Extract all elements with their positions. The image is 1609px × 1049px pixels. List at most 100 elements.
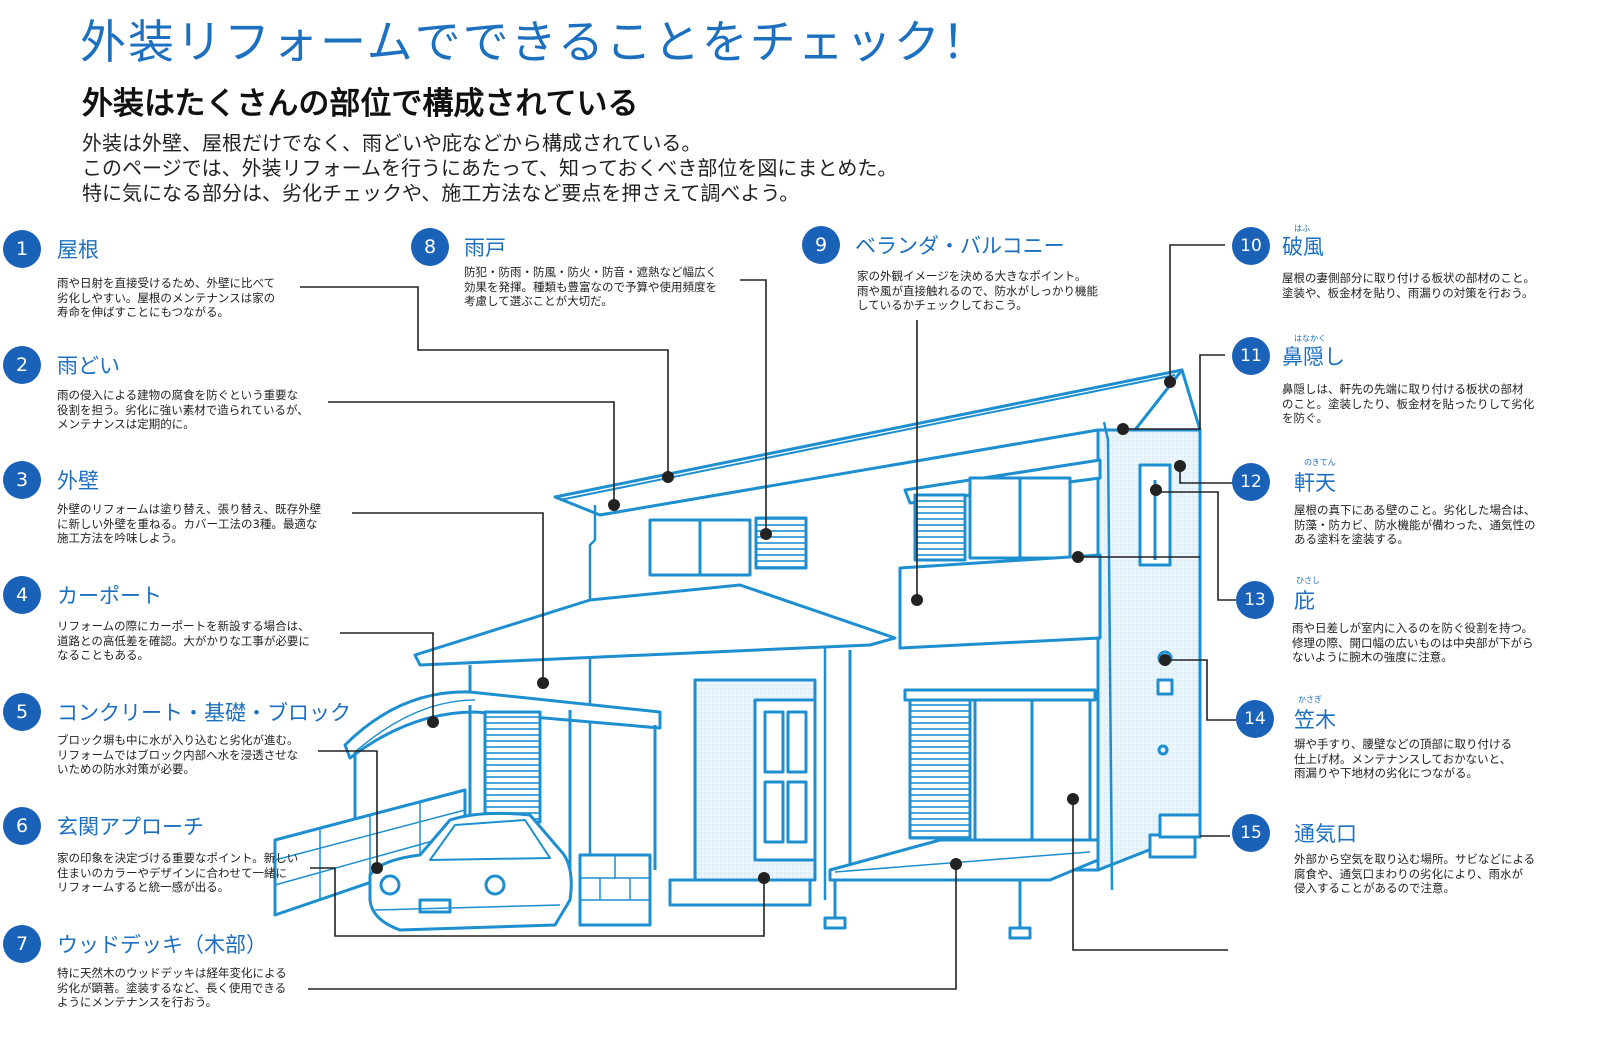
desc-line: 修理の際、開口幅の広いものは中央部が下がら xyxy=(1292,635,1534,650)
desc-line: 劣化しやすい。屋根のメンテナンスは家の xyxy=(57,290,276,305)
item-label: 庇 xyxy=(1294,589,1315,613)
item-number-badge: 2 xyxy=(3,346,41,384)
desc-line: しているかチェックしておこう。 xyxy=(857,298,1028,312)
item-number-badge: 8 xyxy=(411,228,449,266)
item-number-badge: 13 xyxy=(1236,581,1274,619)
desc-line: に新しい外壁を重ねる。カバー工法の3種。最適な xyxy=(57,516,318,531)
item-number-badge: 14 xyxy=(1236,700,1274,738)
item-ruby: のきてん xyxy=(1304,458,1336,467)
item-description: 屋根の妻側部分に取り付ける板状の部材のこと。 塗装や、板金材を貼り、雨漏りの対策… xyxy=(1282,271,1535,300)
desc-line: のこと。塗装したり、板金材を貼ったりして劣化 xyxy=(1282,396,1535,411)
desc-line: 塀や手すり、腰壁などの頂部に取り付ける xyxy=(1294,737,1513,751)
item-number-badge: 4 xyxy=(3,576,41,614)
item-ruby: かさぎ xyxy=(1298,695,1322,704)
item-ruby: はなかく xyxy=(1294,334,1326,343)
desc-line: 家の外観イメージを決める大きなポイント。 xyxy=(857,269,1087,283)
item-number-badge: 3 xyxy=(3,461,41,499)
item-ruby: ひさし xyxy=(1296,576,1320,585)
item-number-badge: 12 xyxy=(1232,463,1270,501)
item-number-badge: 6 xyxy=(3,807,41,845)
intro-line: 外装は外壁、屋根だけでなく、雨どいや庇などから構成されている。 xyxy=(82,131,702,155)
wood-deck xyxy=(828,838,1100,882)
desc-line: 劣化が顕著。塗装するなど、長く使用できる xyxy=(57,980,287,995)
item-number-badge: 1 xyxy=(3,230,41,268)
page-subtitle: 外装はたくさんの部位で構成されている xyxy=(82,86,639,122)
desc-line: 雨漏りや下地材の劣化につながる。 xyxy=(1294,766,1478,780)
item-label: 屋根 xyxy=(57,238,99,262)
desc-line: 防犯・防雨・防風・防火・防音・遮熱など幅広く xyxy=(464,265,717,279)
desc-line: ないように腕木の強度に注意。 xyxy=(1292,650,1453,664)
desc-line: 防藻・防カビ、防水機能が備わった、通気性の xyxy=(1294,517,1536,532)
item-label: 雨戸 xyxy=(464,236,506,260)
desc-line: 屋根の妻側部分に取り付ける板状の部材のこと。 xyxy=(1282,271,1535,285)
desc-line: リフォームすると統一感が出る。 xyxy=(57,880,230,894)
desc-line: リフォームではブロック内部へ水を浸透させな xyxy=(57,747,299,762)
item-description: 外壁のリフォームは塗り替え、張り替え、既存外壁 に新しい外壁を重ねる。カバー工法… xyxy=(57,502,321,546)
item-number-badge: 7 xyxy=(3,925,41,963)
intro-line: このページでは、外装リフォームを行うにあたって、知っておくべき部位を図にまとめた… xyxy=(82,156,898,180)
item-description: 家の外観イメージを決める大きなポイント。 雨や風が直接触れるので、防水がしっかり… xyxy=(857,269,1098,313)
desc-line: 施工方法を吟味しよう。 xyxy=(57,531,183,545)
item-description: 特に天然木のウッドデッキは経年変化による 劣化が顕著。塗装するなど、長く使用でき… xyxy=(57,966,287,1010)
item-description: 塀や手すり、腰壁などの頂部に取り付ける 仕上げ材。メンテナンスしておかないと、 … xyxy=(1294,737,1512,781)
desc-line: 特に天然木のウッドデッキは経年変化による xyxy=(57,966,287,980)
item-label: コンクリート・基礎・ブロック xyxy=(57,701,351,725)
desc-line: リフォームの際にカーポートを新設する場合は、 xyxy=(57,619,310,633)
item-description: 雨や日差しが室内に入るのを防ぐ役割を持つ。 修理の際、開口幅の広いものは中央部が… xyxy=(1292,621,1534,665)
item-description: 外部から空気を取り込む場所。サビなどによる 腐食や、通気口まわりの劣化により、雨… xyxy=(1294,852,1535,896)
item-label: ベランダ・バルコニー xyxy=(855,234,1065,258)
item-number-badge: 5 xyxy=(3,693,41,731)
desc-line: 外壁のリフォームは塗り替え、張り替え、既存外壁 xyxy=(57,502,322,516)
balcony-body xyxy=(898,553,1102,650)
item-label: ウッドデッキ（木部） xyxy=(57,933,267,957)
desc-line: 塗装や、板金材を貼り、雨漏りの対策を行おう。 xyxy=(1282,285,1534,300)
item-label: 雨どい xyxy=(57,354,120,378)
desc-line: いための防水対策が必要。 xyxy=(57,762,195,776)
desc-line: 道路との高低差を確認。大がかりな工事が必要に xyxy=(57,633,310,648)
desc-line: 雨や日射を直接受けるため、外壁に比べて xyxy=(57,276,276,290)
item-number-badge: 15 xyxy=(1232,814,1270,852)
desc-line: メンテナンスは定期的に。 xyxy=(57,417,195,431)
desc-line: 雨の侵入による建物の腐食を防ぐという重要な xyxy=(57,388,299,402)
item-ruby: はふ xyxy=(1294,224,1310,233)
intro-line: 特に気になる部分は、劣化チェックや、施工方法など要点を押さえて調べよう。 xyxy=(82,181,800,205)
gable-wall xyxy=(1133,368,1202,431)
carport-roof xyxy=(343,690,662,760)
desc-line: 侵入することがあるので注意。 xyxy=(1294,881,1455,895)
item-number-badge: 11 xyxy=(1232,337,1270,375)
desc-line: 効果を発揮。種類も豊富なので予算や使用頻度を xyxy=(464,279,717,294)
item-description: リフォームの際にカーポートを新設する場合は、 道路との高低差を確認。大がかりな工… xyxy=(57,619,310,663)
item-description: 鼻隠しは、軒先の先端に取り付ける板状の部材 のこと。塗装したり、板金材を貼ったり… xyxy=(1282,382,1534,426)
item-description: 屋根の真下にある壁のこと。劣化した場合は、 防藻・防カビ、防水機能が備わった、通… xyxy=(1294,503,1536,547)
desc-line: 寿命を伸ばすことにもつながる。 xyxy=(57,305,230,319)
desc-line: 仕上げ材。メンテナンスしておかないと、 xyxy=(1294,751,1512,766)
item-description: 雨の侵入による建物の腐食を防ぐという重要な 役割を担う。劣化に強い素材で造られて… xyxy=(57,388,309,432)
desc-line: 役割を担う。劣化に強い素材で造られているが、 xyxy=(57,402,309,417)
desc-line: を防ぐ。 xyxy=(1282,411,1328,425)
item-description: ブロック塀も中に水が入り込むと劣化が進む。 リフォームではブロック内部へ水を浸透… xyxy=(57,733,299,777)
item-description: 防犯・防雨・防風・防火・防音・遮熱など幅広く 効果を発揮。種類も豊富なので予算や… xyxy=(464,265,717,309)
item-label: 笠木 xyxy=(1294,708,1336,732)
desc-line: 腐食や、通気口まわりの劣化により、雨水が xyxy=(1294,866,1523,881)
desc-line: ようにメンテナンスを行おう。 xyxy=(57,995,218,1009)
desc-line: ブロック塀も中に水が入り込むと劣化が進む。 xyxy=(57,733,299,747)
approach xyxy=(668,878,812,907)
item-label: 外壁 xyxy=(57,469,99,493)
item-description: 家の印象を決定づける重要なポイント。新しい 住まいのカラーやデザインに合わせて一… xyxy=(57,851,298,895)
desc-line: 屋根の真下にある壁のこと。劣化した場合は、 xyxy=(1294,503,1536,517)
desc-line: 外部から空気を取り込む場所。サビなどによる xyxy=(1294,852,1536,866)
item-label: 鼻隠し xyxy=(1282,345,1345,369)
desc-line: 家の印象を決定づける重要なポイント。新しい xyxy=(57,851,299,865)
item-label: 通気口 xyxy=(1294,822,1357,846)
item-description: 雨や日射を直接受けるため、外壁に比べて 劣化しやすい。屋根のメンテナンスは家の … xyxy=(57,276,275,320)
desc-line: 雨や日差しが室内に入るのを防ぐ役割を持つ。 xyxy=(1292,621,1534,635)
item-number-badge: 9 xyxy=(802,226,840,264)
desc-line: 住まいのカラーやデザインに合わせて一緒に xyxy=(57,865,287,880)
item-number-badge: 10 xyxy=(1232,227,1270,265)
desc-line: ある塗料を塗装する。 xyxy=(1294,532,1409,546)
desc-line: 鼻隠しは、軒先の先端に取り付ける板状の部材 xyxy=(1282,382,1524,396)
desc-line: 考慮して選ぶことが大切だ。 xyxy=(464,294,613,308)
item-label: 玄関アプローチ xyxy=(57,815,204,839)
page-title: 外装リフォームでできることをチェック！ xyxy=(80,15,990,69)
